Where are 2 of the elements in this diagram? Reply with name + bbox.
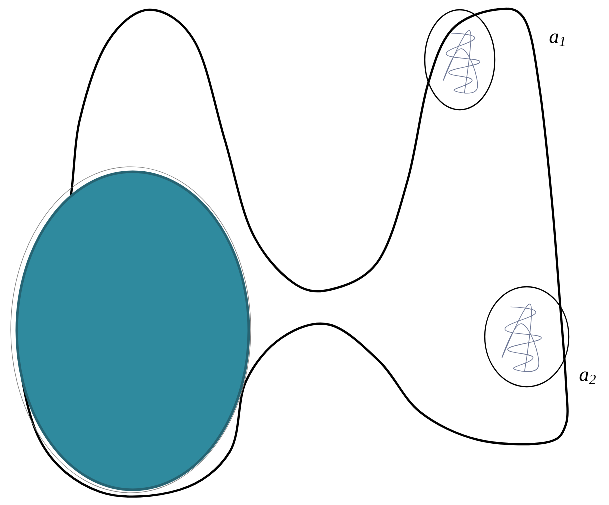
region-label: a$_{2}$ <box>580 372 596 384</box>
region-label: a$_{1}$ <box>550 34 565 46</box>
